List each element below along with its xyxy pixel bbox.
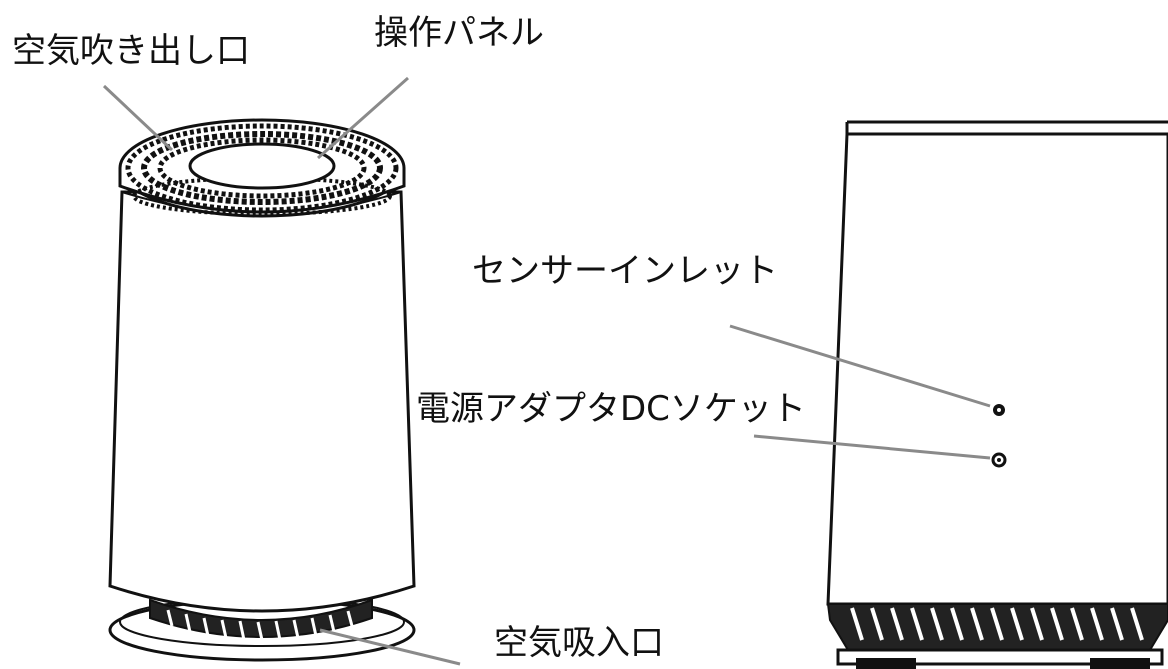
control-panel-disc <box>188 142 336 190</box>
leader-air-outlet <box>102 84 174 152</box>
label-dc-socket: 電源アダプタDCソケット <box>416 389 806 429</box>
label-air-intake: 空気吸入口 <box>494 623 664 663</box>
back-view <box>826 120 1168 669</box>
front-body <box>108 190 416 613</box>
back-intake-grille <box>826 603 1168 651</box>
leader-sensor-inlet <box>729 324 991 408</box>
front-view <box>108 118 416 662</box>
back-base <box>836 648 1164 666</box>
air-outlet-grille <box>118 118 406 218</box>
leader-control-panel <box>317 76 409 160</box>
back-body <box>826 132 1168 606</box>
dc-socket-icon <box>991 452 1007 468</box>
label-air-outlet: 空気吹き出し口 <box>12 31 250 71</box>
leader-air-intake <box>319 628 461 666</box>
label-control-panel: 操作パネル <box>374 13 544 53</box>
air-intake-grille <box>149 598 373 641</box>
sensor-inlet-icon <box>993 404 1005 416</box>
leader-dc-socket <box>753 434 991 460</box>
label-sensor-inlet: センサーインレット <box>472 251 778 291</box>
